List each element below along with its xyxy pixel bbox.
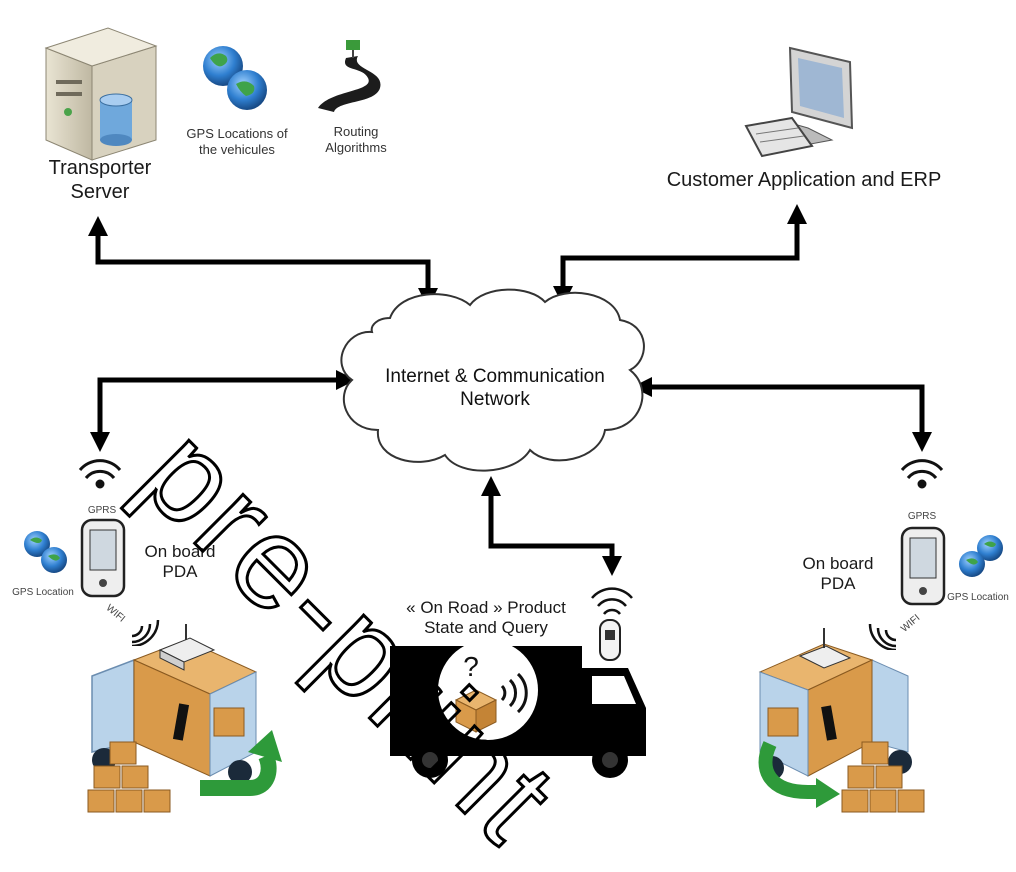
green-arrow-left — [200, 730, 282, 796]
network-label: Internet & Communication Network — [385, 366, 605, 410]
pda-icon-right — [900, 526, 946, 606]
computer-icon — [744, 46, 854, 158]
onboard-pda-left-label: On board PDA — [144, 542, 216, 582]
signal-icon-left — [78, 459, 122, 489]
wifi-waves-icon-right — [868, 623, 897, 650]
globe-icon-right — [959, 535, 1003, 577]
pda-icon-left — [80, 518, 126, 598]
transporter-server-label: Transporter Server — [48, 157, 152, 203]
gps-location-right-label: GPS Location — [947, 592, 1009, 603]
green-arrow-right — [758, 741, 840, 808]
road-truck — [390, 640, 646, 778]
signal-icon-right — [900, 459, 944, 489]
arrow-right-pda-network — [632, 377, 932, 452]
arrow-customer-network — [553, 204, 807, 306]
delivery-truck-left — [91, 624, 258, 784]
server-icon — [44, 27, 158, 161]
parcels-right — [841, 741, 925, 813]
road-icon — [318, 40, 381, 112]
arrow-left-pda-network — [90, 370, 356, 452]
gprs-right-label: GPRS — [907, 511, 937, 522]
connection-arrows — [88, 204, 932, 576]
onboard-pda-right-label: On board PDA — [802, 554, 874, 594]
gps-locations-label: GPS Locations of the vehicules — [186, 126, 288, 157]
globe-icon-left — [24, 531, 67, 573]
delivery-truck-right — [758, 628, 912, 780]
globe-icon — [203, 46, 267, 110]
diagram-canvas — [24, 27, 1003, 813]
query-mark: ? — [463, 651, 479, 682]
gps-location-left-label: GPS Location — [12, 587, 74, 598]
gprs-left-label: GPRS — [87, 505, 117, 516]
rfid-sensor-icon — [599, 619, 621, 661]
network-cloud — [340, 288, 645, 472]
wifi-waves-icon-left — [131, 619, 160, 646]
arrow-truck-network — [481, 476, 622, 576]
signal-icon-truck — [591, 587, 633, 615]
customer-application-label: Customer Application and ERP — [666, 169, 942, 191]
parcels-left — [87, 741, 171, 813]
on-road-product-label: « On Road » Product State and Query — [406, 598, 566, 638]
arrow-server-network — [88, 216, 438, 308]
routing-algorithms-label: Routing Algorithms — [325, 124, 387, 155]
